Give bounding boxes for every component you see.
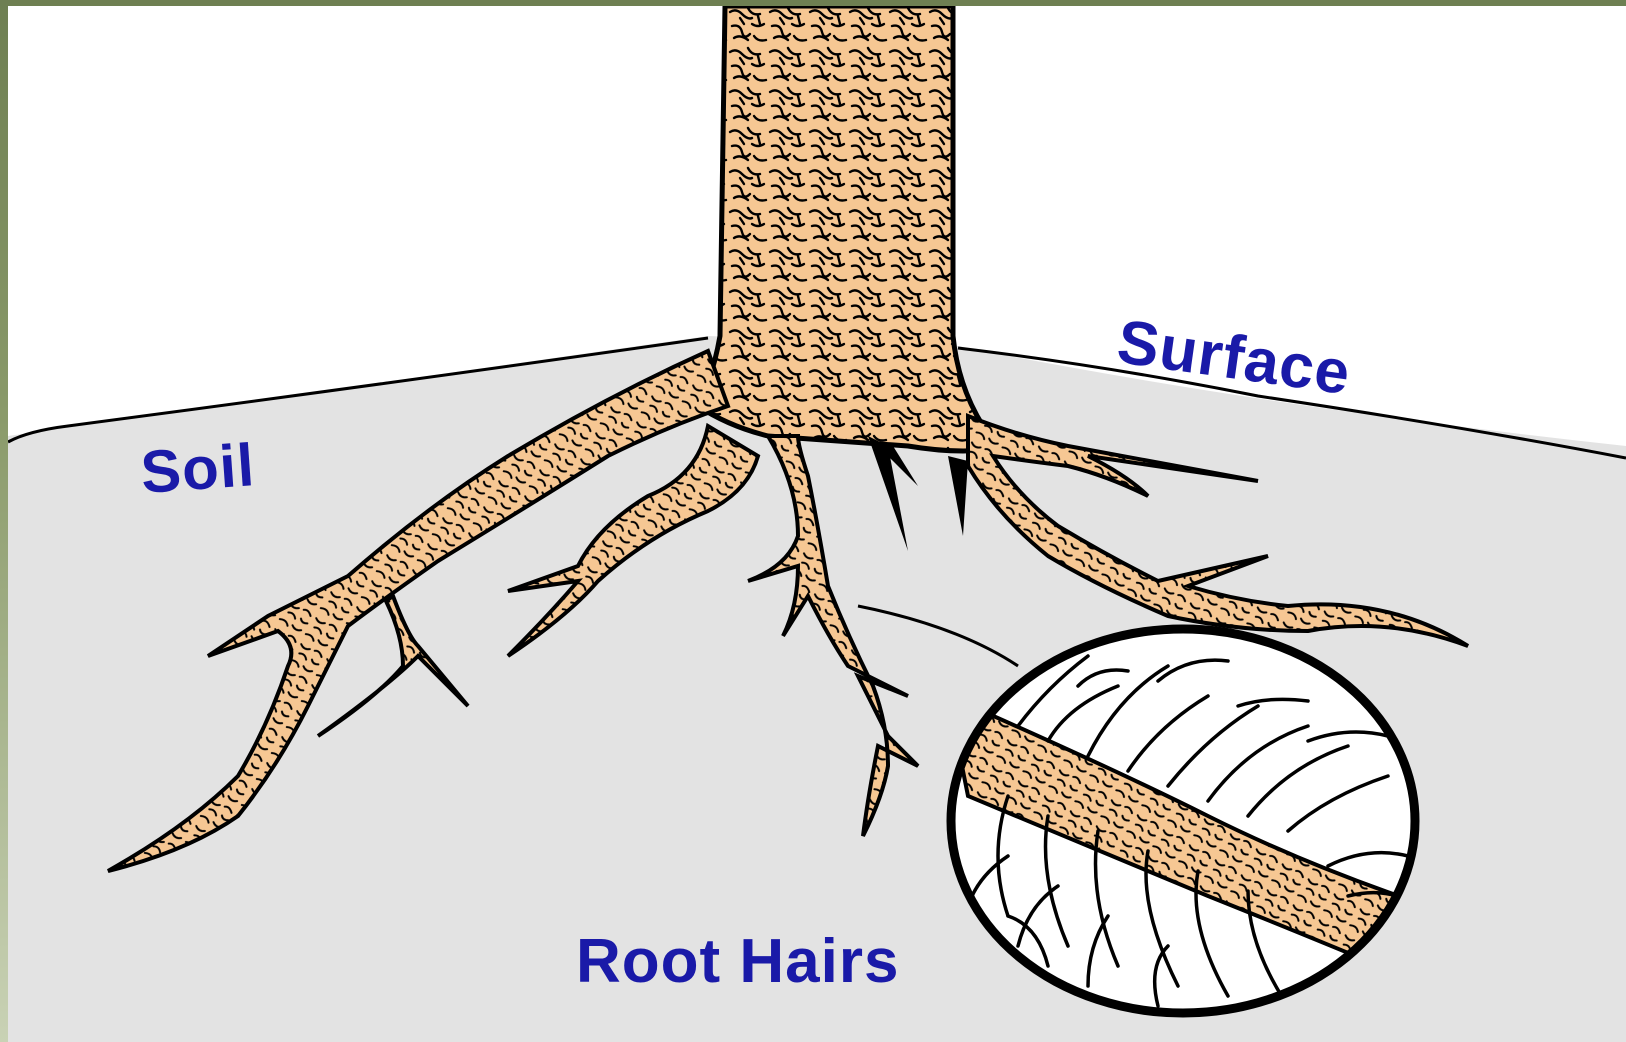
- tree-trunk: [698, 6, 1008, 451]
- diagram-canvas: Soil Surface Root Hairs: [8, 6, 1626, 1042]
- root-hairs-label: Root Hairs: [576, 926, 899, 997]
- soil-label: Soil: [139, 430, 258, 507]
- root-diagram: [8, 6, 1626, 1042]
